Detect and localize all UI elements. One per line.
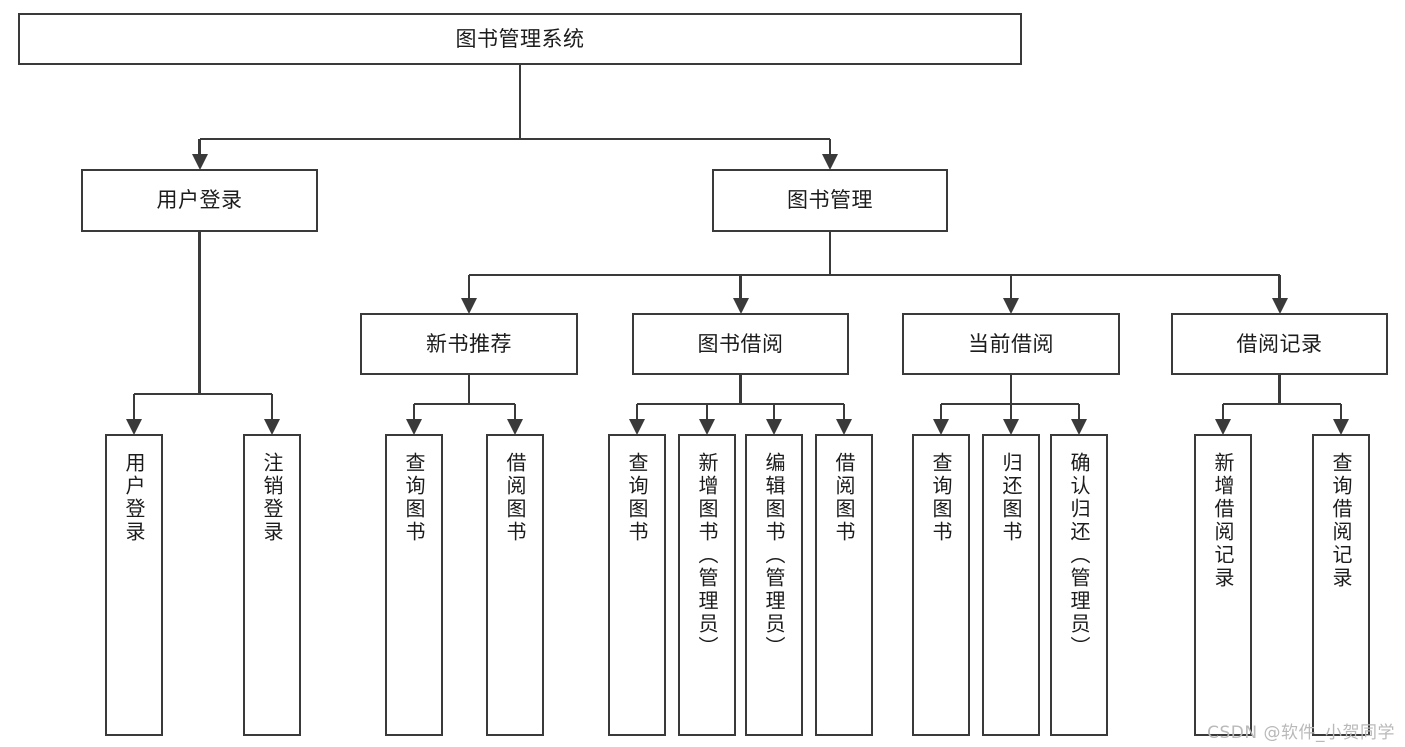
connector-horizontal [637,402,844,406]
node-leaf-borrow-book-1[interactable]: 借阅图书 [486,434,544,736]
connector-vertical [828,139,832,155]
connector-vertical [1077,404,1081,420]
node-label: 查询图书 [402,452,426,544]
node-leaf-return-book[interactable]: 归还图书 [982,434,1040,736]
node-book-management[interactable]: 图书管理 [712,169,948,232]
connector-arrowhead [836,419,852,435]
node-label: 借阅图书 [832,452,856,544]
connector-horizontal [414,402,515,406]
connector-vertical [1009,375,1013,404]
node-label: 新书推荐 [426,331,512,356]
connector-vertical [412,404,416,420]
connector-vertical [739,275,742,299]
node-leaf-confirm-return[interactable]: 确认归还（管理员） [1050,434,1108,736]
connector-vertical [198,139,201,155]
node-label: 查询图书 [625,452,649,544]
node-label: 图书管理系统 [455,26,585,51]
node-leaf-user-login[interactable]: 用户登录 [105,434,163,736]
connector-vertical [828,232,832,275]
connector-vertical [772,404,776,420]
node-label: 注销登录 [260,452,284,544]
node-leaf-edit-book[interactable]: 编辑图书（管理员） [745,434,803,736]
connector-arrowhead [933,419,949,435]
connector-vertical [1278,275,1281,299]
connector-horizontal [199,137,830,141]
node-label: 图书管理 [787,188,873,213]
connector-vertical [1221,404,1225,420]
connector-arrowhead [1271,298,1288,314]
connector-arrowhead [1003,298,1019,314]
node-label: 编辑图书（管理员） [762,452,786,659]
connector-arrowhead [822,154,838,170]
connector-vertical [518,65,522,139]
connector-arrowhead [1003,419,1019,435]
node-label: 归还图书 [999,452,1023,544]
connector-arrowhead [1333,419,1349,435]
node-user-login[interactable]: 用户登录 [81,169,318,232]
node-leaf-add-record[interactable]: 新增借阅记录 [1194,434,1252,736]
node-label: 查询借阅记录 [1329,452,1353,590]
node-label: 用户登录 [156,188,243,213]
connector-vertical [739,375,742,404]
node-leaf-borrow-book-2[interactable]: 借阅图书 [815,434,873,736]
connector-horizontal [134,392,272,396]
node-label: 用户登录 [122,452,146,544]
csdn-watermark: CSDN @软件_小贺同学 [1207,723,1395,743]
node-label: 新增图书（管理员） [695,452,719,659]
connector-arrowhead [406,419,422,435]
node-label: 确认归还（管理员） [1067,452,1091,659]
connector-vertical [513,404,517,420]
connector-arrowhead [766,419,782,435]
node-borrow-record[interactable]: 借阅记录 [1171,313,1388,375]
node-new-book-recommend[interactable]: 新书推荐 [360,313,578,375]
node-book-borrow[interactable]: 图书借阅 [632,313,849,375]
node-leaf-logout[interactable]: 注销登录 [243,434,301,736]
connector-vertical [705,404,709,420]
node-label: 借阅图书 [503,452,527,544]
connector-arrowhead [126,419,142,435]
node-leaf-query-book-1[interactable]: 查询图书 [385,434,443,736]
connector-vertical [467,375,471,404]
connector-horizontal [1223,402,1341,406]
connector-vertical [939,404,943,420]
connector-arrowhead [461,298,477,314]
connector-arrowhead [1215,419,1231,435]
connector-vertical [1009,404,1013,420]
connector-arrowhead [1071,419,1087,435]
connector-vertical [1278,375,1281,404]
connector-arrowhead [629,419,645,435]
node-label: 新增借阅记录 [1211,452,1235,590]
connector-vertical [132,394,136,420]
connector-arrowhead [264,419,280,435]
node-root[interactable]: 图书管理系统 [18,13,1022,65]
node-leaf-query-book-2[interactable]: 查询图书 [608,434,666,736]
connector-horizontal [469,273,1280,277]
node-label: 当前借阅 [968,331,1054,356]
connector-vertical [467,275,471,299]
connector-vertical [1339,404,1343,420]
connector-vertical [635,404,639,420]
connector-vertical [270,394,274,420]
connector-vertical [198,232,201,394]
connector-arrowhead [699,419,715,435]
connector-arrowhead [732,298,749,314]
node-label: 图书借阅 [697,331,784,356]
node-leaf-add-book[interactable]: 新增图书（管理员） [678,434,736,736]
connector-vertical [842,404,846,420]
node-leaf-query-book-3[interactable]: 查询图书 [912,434,970,736]
node-current-borrow[interactable]: 当前借阅 [902,313,1120,375]
connector-arrowhead [191,154,208,170]
connector-vertical [1009,275,1013,299]
node-label: 借阅记录 [1236,331,1323,356]
node-leaf-query-record[interactable]: 查询借阅记录 [1312,434,1370,736]
node-label: 查询图书 [929,452,953,544]
connector-arrowhead [507,419,523,435]
